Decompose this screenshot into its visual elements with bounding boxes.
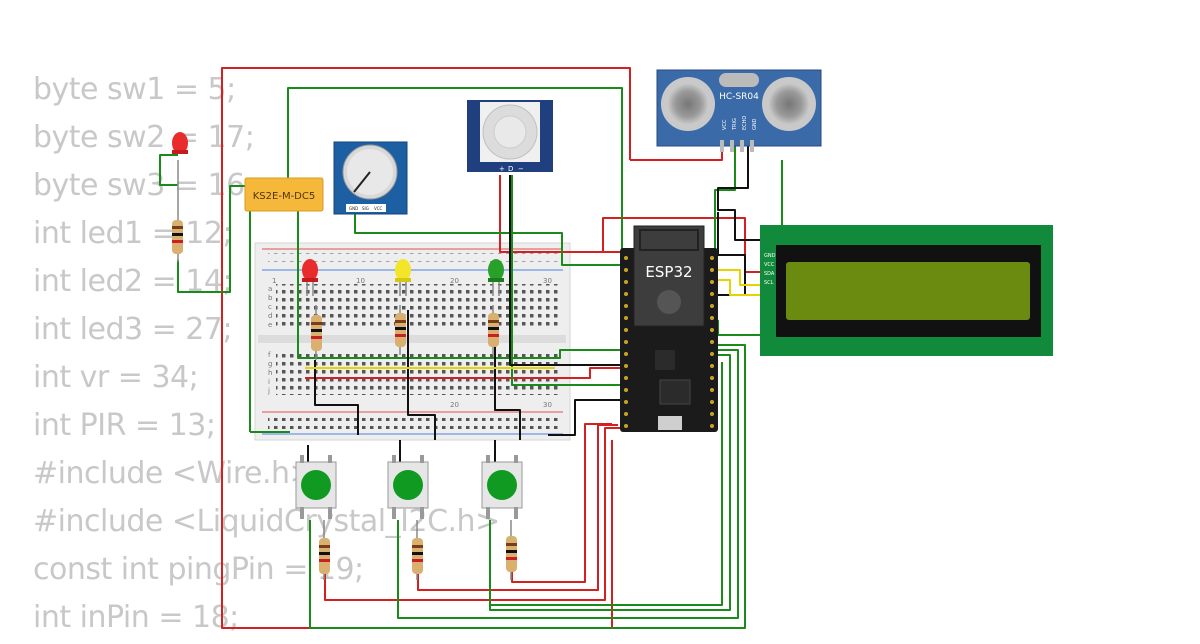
- led-standalone[interactable]: [172, 132, 188, 262]
- wire-green-pot-sig: [354, 210, 622, 266]
- push-button-1[interactable]: [295, 455, 337, 519]
- lcd-display[interactable]: GND VCC SDA SCL: [760, 225, 1053, 356]
- svg-text:+: +: [499, 165, 505, 173]
- wire-black-hc: [717, 145, 763, 255]
- relay-label: KS2E-M-DC5: [253, 191, 315, 202]
- resistor-standalone: [172, 160, 183, 262]
- wire-green-relay: [287, 87, 623, 250]
- wire-red-hc-vcc: [630, 145, 723, 161]
- wire-yellow-sda: [718, 269, 765, 286]
- svg-text:j: j: [267, 387, 270, 395]
- wire-green-btn2: [397, 349, 739, 619]
- wire-green-btn1: [309, 344, 746, 629]
- code-line: int PIR = 13;: [33, 408, 216, 443]
- wires: [159, 67, 783, 629]
- ultrasonic-sensor[interactable]: HC-SR04 VCC TRIG ECHO GND: [656, 69, 822, 152]
- svg-text:VCC: VCC: [722, 119, 728, 130]
- led-green[interactable]: [488, 259, 504, 296]
- svg-text:VCC: VCC: [764, 262, 775, 268]
- potentiometer[interactable]: GND SIG VCC: [333, 141, 408, 215]
- pir-sensor[interactable]: + D −: [467, 100, 553, 173]
- resistor-led-green: [488, 305, 499, 355]
- svg-text:GND: GND: [764, 253, 776, 259]
- wire-green-led-relay: [177, 185, 245, 293]
- wire-yellow-scl: [718, 279, 765, 296]
- push-button-2[interactable]: [387, 455, 429, 519]
- svg-text:d: d: [268, 312, 272, 320]
- esp32-board[interactable]: ESP32: [620, 225, 718, 432]
- bb-num-30-bottom: 30: [543, 401, 552, 409]
- svg-text:−: −: [518, 165, 524, 173]
- svg-text:h: h: [268, 369, 272, 377]
- code-line: #include <Wire.h>: [33, 456, 315, 491]
- resistor-button-3: [506, 520, 517, 580]
- svg-text:i: i: [268, 378, 270, 386]
- svg-text:f: f: [268, 351, 271, 359]
- code-line: int led2 = 14;: [33, 264, 233, 299]
- circuit-diagram: 1 10 20 30 20 30 a b c d e f g h i j: [159, 67, 1053, 629]
- wire-red-pir-vcc: [499, 175, 625, 253]
- wire-green-led-top: [159, 154, 178, 186]
- relay[interactable]: KS2E-M-DC5: [244, 177, 324, 212]
- code-line: int led1 = 12;: [33, 216, 233, 251]
- wire-green-pot: [297, 210, 622, 359]
- wire-black-led2: [407, 310, 436, 440]
- ultrasonic-label: HC-SR04: [719, 92, 759, 102]
- bb-num-30: 30: [543, 277, 552, 285]
- led-yellow[interactable]: [395, 259, 411, 296]
- push-button-3[interactable]: [481, 455, 523, 519]
- svg-text:g: g: [268, 360, 272, 368]
- svg-text:SIG: SIG: [362, 206, 369, 211]
- code-line: const int pingPin = 19;: [33, 552, 364, 587]
- wire-green-btn3b: [489, 362, 723, 606]
- code-line: byte sw1 = 5;: [33, 72, 236, 107]
- svg-text:VCC: VCC: [374, 206, 383, 211]
- breadboard: 1 10 20 30 20 30 a b c d e f g h i j: [254, 242, 571, 441]
- wire-red-lcd-vcc: [602, 217, 762, 273]
- svg-text:GND: GND: [752, 118, 758, 130]
- svg-text:TRIG: TRIG: [732, 118, 738, 131]
- resistor-button-1: [319, 520, 330, 580]
- resistor-led-yellow: [395, 305, 406, 355]
- svg-text:ECHO: ECHO: [742, 116, 748, 130]
- wire-red-rail: [305, 367, 622, 379]
- wire-black-gnd: [548, 399, 622, 436]
- resistor-button-2: [412, 520, 423, 580]
- svg-text:SCL: SCL: [764, 280, 774, 286]
- wire-green-trig: [714, 145, 736, 260]
- wire-black-led3: [494, 345, 521, 440]
- svg-text:c: c: [268, 303, 272, 311]
- svg-text:GND: GND: [349, 206, 358, 211]
- wire-black-pir-gnd: [509, 175, 622, 366]
- resistor-led-red: [311, 305, 322, 360]
- code-line: int vr = 34;: [33, 360, 199, 395]
- code-line: int led3 = 27;: [33, 312, 233, 347]
- svg-text:e: e: [268, 321, 272, 329]
- code-listing: byte sw1 = 5; byte sw2 = 17; byte sw3 = 16…: [33, 68, 500, 644]
- bb-num-10: 10: [356, 277, 365, 285]
- esp32-label: ESP32: [645, 263, 692, 281]
- wire-red-btn3: [511, 423, 612, 583]
- wire-red-loop: [221, 67, 631, 629]
- wire-black-led1: [314, 360, 359, 435]
- code-line: byte sw3 = 16;: [33, 168, 255, 203]
- code-line: int inPin = 18;: [33, 600, 239, 635]
- svg-text:b: b: [268, 294, 273, 302]
- bb-num-1: 1: [272, 277, 276, 285]
- svg-text:a: a: [268, 285, 272, 293]
- svg-text:D: D: [508, 165, 513, 173]
- bb-num-20: 20: [450, 277, 459, 285]
- bb-num-20-bottom: 20: [450, 401, 459, 409]
- svg-text:SDA: SDA: [764, 271, 775, 277]
- code-line: byte sw2 = 17;: [33, 120, 255, 155]
- wire-green-pir-d: [511, 175, 622, 386]
- wire-red-btn1: [324, 427, 622, 601]
- led-red[interactable]: [302, 259, 318, 296]
